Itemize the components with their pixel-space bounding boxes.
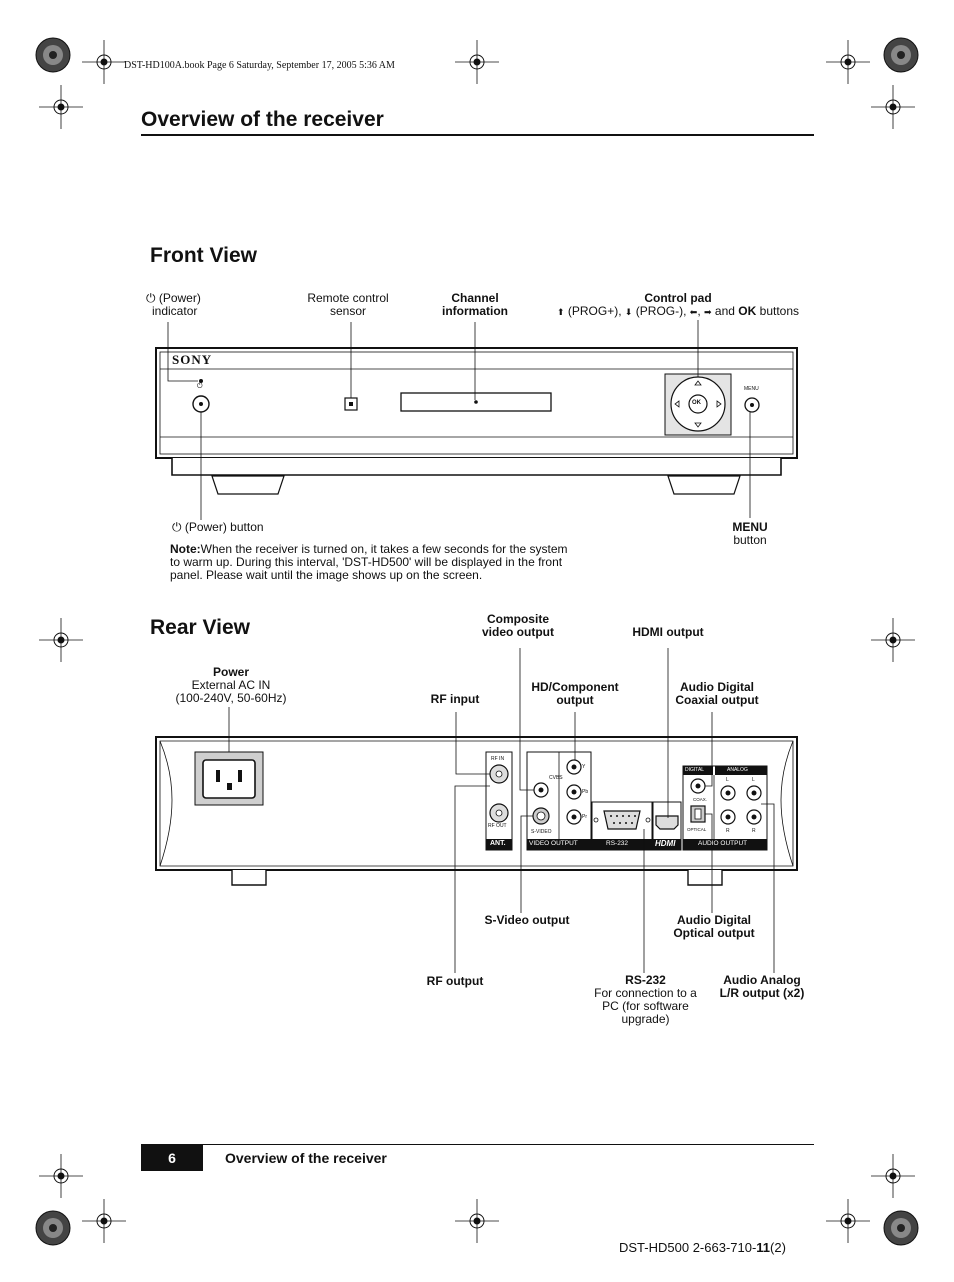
callout-rs232: RS-232 For connection to a PC (for softw… xyxy=(594,973,697,1026)
callout-rf-input: RF input xyxy=(430,692,480,706)
callout-rf-output: RF output xyxy=(426,974,484,988)
panel-power-symbol-icon: ⏻ xyxy=(197,383,203,390)
callout-audio-coax: Audio Digital Coaxial output xyxy=(675,680,759,707)
callout-power-indicator: ⏻ (Power) indicator xyxy=(146,291,201,318)
rear-view-diagram xyxy=(155,648,798,973)
audio-output-label: AUDIO OUTPUT xyxy=(698,840,748,847)
panel-menu-label: MENU xyxy=(744,386,759,392)
video-output-label: VIDEO OUTPUT xyxy=(529,840,578,847)
l-label: L xyxy=(752,777,755,783)
callout-menu-button: MENU button xyxy=(732,520,768,547)
svideo-label: S-VIDEO xyxy=(531,829,552,835)
r-label: R xyxy=(726,828,730,834)
title-rule xyxy=(141,134,814,136)
registration-star-icon xyxy=(883,1210,919,1246)
callout-power-button: ⏻ (Power) button xyxy=(172,520,264,534)
front-view-heading: Front View xyxy=(150,244,257,267)
power-symbol-icon: ⏻ xyxy=(146,291,156,305)
coax-label: COAX. xyxy=(693,797,708,802)
l-label: L xyxy=(726,777,729,783)
rear-view-heading: Rear View xyxy=(150,616,251,639)
front-view-diagram xyxy=(155,320,798,520)
arrow-up-icon: ⬆ xyxy=(556,307,565,317)
book-info: DST-HD100A.book Page 6 Saturday, Septemb… xyxy=(124,60,395,71)
callout-power-input: Power External AC IN (100-240V, 50-60Hz) xyxy=(175,665,287,705)
y-label: Y xyxy=(582,764,586,770)
rs232-panel-label: RS-232 xyxy=(606,840,629,847)
arrow-down-icon: ⬇ xyxy=(624,307,633,317)
registration-star-icon xyxy=(35,1210,71,1246)
pb-label: Pb xyxy=(582,789,589,795)
r-label: R xyxy=(752,828,756,834)
callout-audio-optical: Audio Digital Optical output xyxy=(673,913,755,940)
pr-label: Pr xyxy=(582,814,587,820)
callout-audio-analog: Audio Analog L/R output (x2) xyxy=(719,973,805,1000)
optical-label: OPTICAL xyxy=(687,827,707,832)
rf-out-label: RF OUT xyxy=(488,823,507,829)
callout-remote-sensor: Remote control sensor xyxy=(307,291,389,318)
rf-in-label: RF IN xyxy=(491,756,505,762)
callout-control-pad: Control pad ⬆ (PROG+), ⬇ (PROG-), ⬅, ➡ a… xyxy=(556,291,800,318)
note: Note:When the receiver is turned on, it … xyxy=(170,542,568,582)
callout-hdmi-output: HDMI output xyxy=(632,625,704,639)
arrow-left-icon: ⬅ xyxy=(689,307,698,317)
page-title: Overview of the receiver xyxy=(141,108,384,131)
arrow-right-icon: ➡ xyxy=(704,307,712,317)
callout-channel-info: Channel information xyxy=(442,291,508,318)
sony-logo: SONY xyxy=(172,352,213,367)
footer-section-title: Overview of the receiver xyxy=(225,1150,387,1166)
page-number: 6 xyxy=(141,1145,203,1171)
callout-hd-component-output: HD/Component output xyxy=(531,680,619,707)
footer-rule xyxy=(141,1144,814,1145)
panel-ok-label: OK xyxy=(692,400,701,406)
digital-label: DIGITAL xyxy=(685,767,705,773)
callout-svideo-output: S-Video output xyxy=(484,913,570,927)
doc-code: DST-HD500 2-663-710-11(2) xyxy=(619,1240,786,1255)
power-symbol-icon: ⏻ xyxy=(172,520,182,534)
cvbs-label: CVBS xyxy=(549,775,563,781)
hdmi-logo: HDMI xyxy=(655,839,676,848)
ant-label: ANT. xyxy=(490,840,506,847)
analog-label: ANALOG xyxy=(727,767,748,773)
callout-composite-output: Composite video output xyxy=(482,612,554,639)
